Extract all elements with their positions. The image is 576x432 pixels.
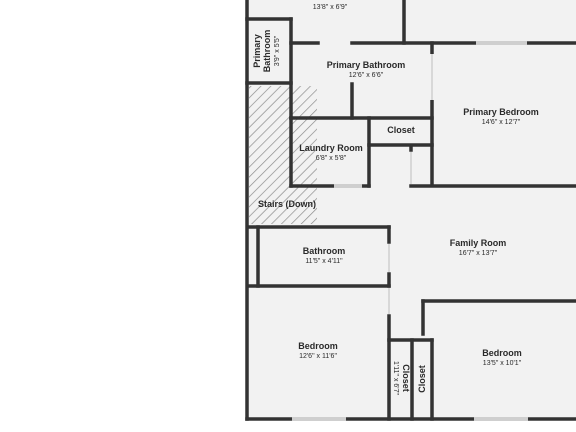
svg-text:Closet: Closet — [401, 364, 411, 392]
laundry-name: Laundry Room — [299, 143, 363, 153]
bedroom-right-name: Bedroom — [482, 348, 522, 358]
svg-text:Bathroom: Bathroom — [262, 30, 272, 73]
svg-text:1'11" x 6'7": 1'11" x 6'7" — [392, 361, 399, 395]
top-room-dims: 13'8" x 6'9" — [313, 4, 348, 11]
windows — [292, 41, 528, 421]
closet-right-label: Closet — [417, 365, 427, 393]
primary-bed-name: Primary Bedroom — [463, 107, 539, 117]
primary-bed-dims: 14'6" x 12'7" — [482, 119, 521, 126]
family-room-dims: 16'7" x 13'7" — [459, 250, 498, 257]
laundry-dims: 6'8" x 5'8" — [316, 155, 347, 162]
stairs-hatch — [249, 86, 317, 224]
bedroom-right-dims: 13'5" x 10'1" — [483, 360, 522, 367]
closet-left-label: Closet 1'11" x 6'7" — [392, 361, 411, 395]
small-bath-label: Primary Bathroom 3'9" x 5'5" — [252, 30, 281, 73]
bedroom-left-dims: 12'6" x 11'6" — [299, 353, 337, 360]
closet-top-name: Closet — [387, 125, 415, 135]
stairs-name: Stairs (Down) — [258, 199, 316, 209]
svg-text:3'9" x 5'5": 3'9" x 5'5" — [274, 35, 281, 66]
family-room-name: Family Room — [450, 238, 507, 248]
walls — [245, 0, 576, 421]
door-frames — [388, 54, 433, 314]
bathroom-dims: 11'5" x 4'11" — [305, 258, 343, 265]
bedroom-left-name: Bedroom — [298, 341, 338, 351]
svg-text:Closet: Closet — [417, 365, 427, 393]
primary-bath-name: Primary Bathroom — [327, 60, 406, 70]
svg-text:Primary: Primary — [252, 34, 262, 68]
primary-bath-dims: 12'6" x 6'6" — [349, 72, 384, 79]
bathroom-name: Bathroom — [303, 246, 346, 256]
